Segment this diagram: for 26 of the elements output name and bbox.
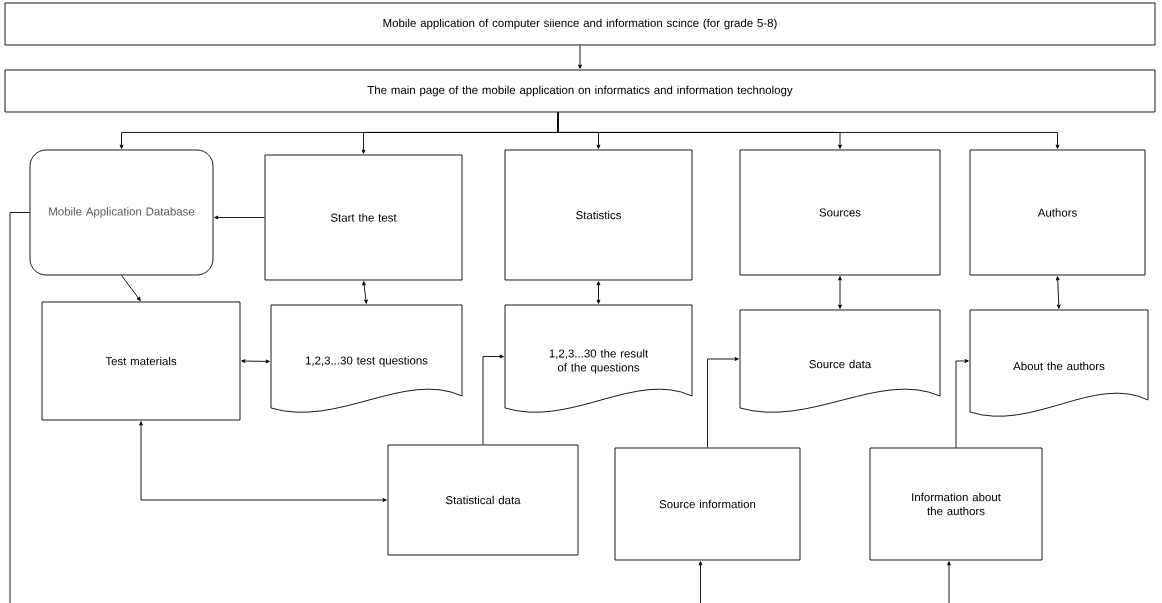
arrow (482, 354, 504, 445)
process-box: Start the test (264, 154, 463, 281)
process-box: Sources (739, 149, 941, 276)
process-box: Statistical data (387, 444, 579, 556)
arrow (707, 357, 739, 448)
arrow (578, 45, 582, 69)
arrow (121, 275, 141, 302)
arrow (362, 281, 368, 304)
arrow (955, 359, 969, 448)
arrow (139, 421, 387, 502)
arrow (241, 359, 270, 364)
database-box: Mobile Application Database (29, 149, 214, 276)
process-box: Statistics (504, 149, 693, 281)
process-box: Mobile application of computer siience and information scince (for grade 5-8) (4, 2, 1156, 46)
arrow (1055, 276, 1061, 309)
arrow (838, 276, 842, 309)
process-box: The main page of the mobile application on informatics and information technology (4, 69, 1156, 113)
arrow (557, 112, 1060, 149)
process-box: Source information (614, 447, 801, 561)
arrow (947, 561, 951, 603)
process-box: Authors (969, 149, 1146, 276)
process-box: Information about the authors (869, 447, 1043, 561)
arrow (214, 215, 265, 220)
arrow (698, 561, 703, 603)
arrow (596, 281, 601, 304)
process-box: Test materials (41, 301, 241, 421)
